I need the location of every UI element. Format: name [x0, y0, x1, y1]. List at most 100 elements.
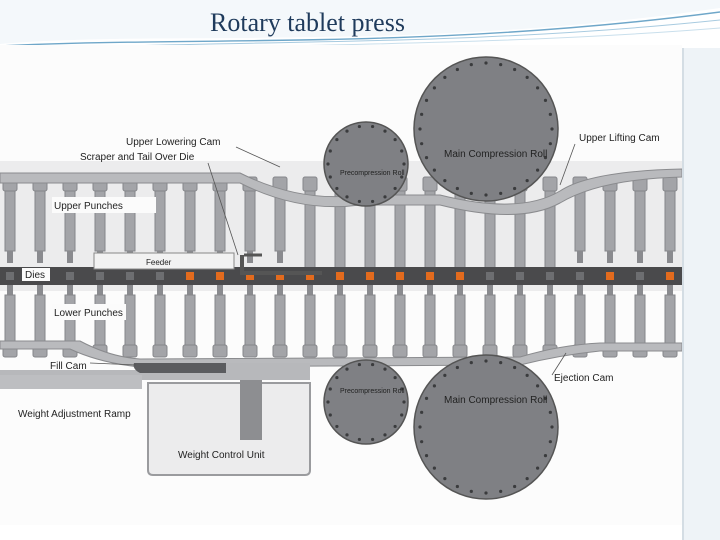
- weight-ramp-base: [0, 375, 142, 389]
- roll-bolt: [420, 142, 424, 146]
- lower-punch: [482, 285, 498, 358]
- roll-bolt: [432, 466, 436, 470]
- roll-bolt: [536, 384, 540, 388]
- lower-punch: [122, 285, 138, 358]
- lower-punch: [392, 285, 408, 358]
- roll-bolt: [370, 124, 375, 129]
- roll-bolt: [469, 191, 473, 195]
- weight-control-unit: [147, 382, 311, 476]
- roll-bolt: [484, 193, 488, 197]
- roll-bolt: [420, 410, 424, 414]
- lower-punch: [152, 285, 168, 358]
- roll-bolt: [393, 186, 397, 191]
- lower-punch: [422, 285, 438, 358]
- roll-bolt: [543, 98, 548, 102]
- die: [66, 272, 74, 280]
- roll-bolt-ring: [418, 61, 554, 197]
- upper-lowering-cam-label: Upper Lowering Cam: [126, 137, 221, 148]
- roll-bolt: [536, 86, 540, 90]
- die: [426, 272, 434, 280]
- die: [216, 272, 224, 280]
- die: [186, 272, 194, 280]
- upper-main-roll-label: Main Compression Roll: [444, 149, 547, 160]
- dies-label: Dies: [25, 270, 45, 281]
- die: [606, 272, 614, 280]
- roll-bolt: [424, 98, 429, 102]
- roll-bolt: [383, 367, 387, 371]
- roll-bolt: [335, 186, 339, 191]
- roll-bolt: [443, 75, 447, 79]
- scraper-bar: [240, 255, 322, 275]
- roll-bolt: [432, 86, 436, 90]
- roll-bolt: [326, 162, 330, 166]
- lower-punch: [542, 285, 558, 358]
- upper-punch: [212, 176, 228, 263]
- lower-punch: [512, 285, 528, 358]
- roll-bolt: [393, 375, 397, 380]
- die: [276, 272, 284, 280]
- roll-bolt-ring: [326, 362, 406, 442]
- upper-punch: [662, 176, 678, 263]
- lower-precompression-roll: Precompression Roll: [323, 359, 409, 445]
- upper-punch: [632, 176, 648, 263]
- lower-punch: [302, 285, 318, 358]
- roll-bolt: [393, 424, 397, 429]
- lower-main-roll-label: Main Compression Roll: [444, 395, 547, 406]
- roll-bolt: [424, 156, 429, 160]
- lower-punch: [182, 285, 198, 358]
- roll-bolt: [357, 437, 362, 442]
- roll-bolt: [328, 175, 332, 179]
- lower-punch: [92, 285, 108, 358]
- roll-bolt: [328, 387, 332, 391]
- roll-bolt: [443, 477, 447, 481]
- upper-punch: [32, 176, 48, 263]
- roll-bolt: [400, 387, 404, 391]
- roll-bolt: [400, 413, 404, 417]
- roll-bolt: [345, 433, 349, 437]
- roll-bolt: [513, 67, 517, 72]
- roll-bolt: [420, 440, 424, 444]
- roll-bolt: [548, 112, 552, 116]
- roll-bolt: [455, 67, 459, 72]
- roll-bolt: [550, 425, 554, 429]
- roll-bolt: [499, 63, 503, 67]
- roll-bolt: [543, 156, 548, 160]
- die: [126, 272, 134, 280]
- upper-lifting-cam-label: Upper Lifting Cam: [579, 133, 660, 144]
- roll-bolt: [484, 359, 488, 363]
- roll-bolt: [443, 373, 447, 377]
- lower-punches-backdrop: [52, 304, 126, 320]
- die: [156, 272, 164, 280]
- roll-bolt: [424, 454, 429, 458]
- roll-bolt-ring: [326, 124, 406, 204]
- roll-bolt: [455, 186, 459, 191]
- roll-bolt: [402, 400, 406, 404]
- upper-punch: [602, 176, 618, 263]
- roll-bolt-ring: [418, 359, 554, 495]
- lower-punch: [242, 285, 258, 358]
- roll-bolt: [345, 367, 349, 371]
- roll-bolt: [543, 454, 548, 458]
- lower-punch: [332, 285, 348, 358]
- die: [546, 272, 554, 280]
- weight-adjustment-ramp-label: Weight Adjustment Ramp: [18, 409, 131, 420]
- roll-bolt: [393, 137, 397, 142]
- upper-punch: [92, 176, 108, 263]
- die: [366, 272, 374, 280]
- roll-bolt: [548, 410, 552, 414]
- lower-punches-label: Lower Punches: [54, 308, 123, 319]
- roll-bolt: [357, 124, 362, 129]
- scraper-tail-label: Scraper and Tail Over Die: [80, 152, 195, 163]
- roll-bolt: [484, 61, 488, 65]
- feeder-box: [93, 252, 235, 270]
- roll-bolt: [550, 127, 554, 131]
- roll-bolt: [328, 149, 332, 153]
- fill-cam-label: Fill Cam: [50, 361, 87, 372]
- roll-bolt: [513, 484, 517, 489]
- lower-punch: [362, 285, 378, 358]
- roll-bolt: [525, 179, 529, 183]
- roll-bolt: [525, 373, 529, 377]
- upper-punch: [302, 176, 318, 275]
- upper-punches-label: Upper Punches: [54, 201, 123, 212]
- roll-bolt: [536, 168, 540, 172]
